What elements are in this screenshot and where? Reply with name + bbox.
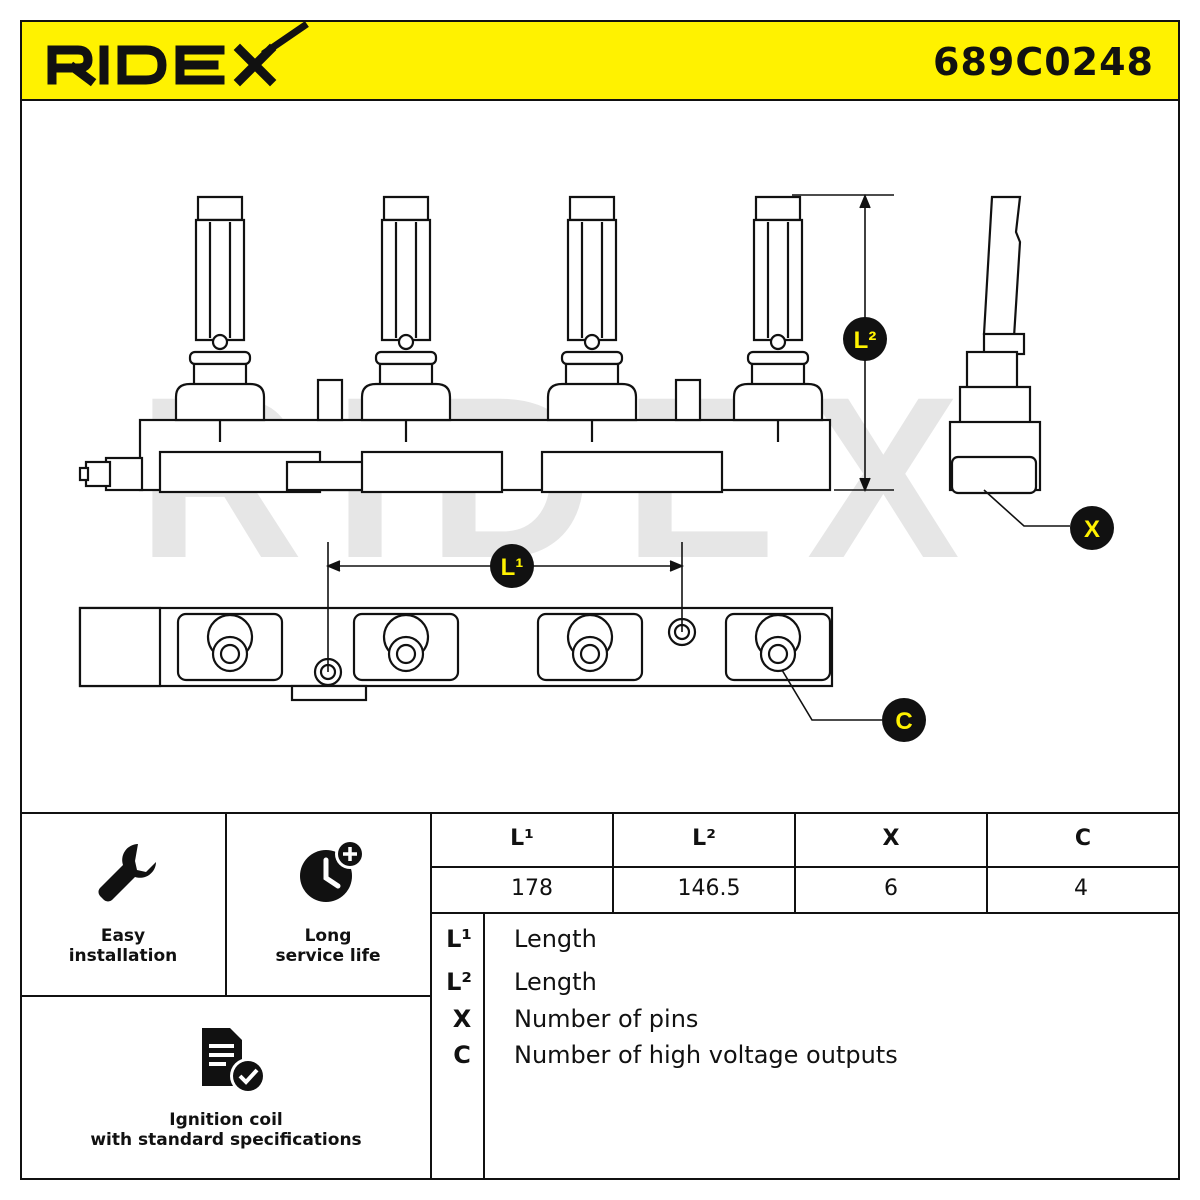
table-col-divider-2	[794, 812, 796, 914]
coil-side-view	[948, 195, 1042, 495]
legend-key-c: C	[453, 1041, 471, 1069]
high-voltage-output	[352, 612, 460, 682]
table-header-x: X	[882, 826, 900, 851]
table-header-l2: L²	[692, 826, 716, 851]
high-voltage-output	[176, 612, 284, 682]
high-voltage-output	[536, 612, 644, 682]
callout-x: X	[1070, 506, 1114, 550]
callout-l2: L²	[843, 317, 887, 361]
table-value-c: 4	[1074, 876, 1088, 901]
legend-desc-l2: Length	[514, 968, 597, 996]
legend-desc-x: Number of pins	[514, 1005, 699, 1033]
svg-text:C: C	[895, 708, 912, 735]
header-bar: 689C0248	[20, 20, 1180, 101]
legend-key-x: X	[452, 1005, 472, 1033]
svg-text:X: X	[1084, 516, 1100, 543]
table-value-l1: 178	[511, 876, 553, 901]
part-number: 689C0248	[933, 40, 1154, 84]
svg-text:L¹: L¹	[501, 554, 524, 581]
wrench-icon	[98, 844, 156, 902]
legend-key-l1: L¹	[446, 925, 472, 953]
table-col-divider-1	[612, 812, 614, 914]
technical-drawing: RIDEX	[78, 193, 1114, 742]
callout-c: C	[882, 698, 926, 742]
ridex-logo	[47, 22, 309, 87]
legend-desc-l1: Length	[514, 925, 597, 953]
table-value-x: 6	[884, 876, 898, 901]
coil-tower	[174, 195, 266, 442]
table-row-divider	[430, 866, 1180, 868]
high-voltage-output	[724, 612, 832, 682]
legend-key-l2: L²	[446, 968, 472, 996]
table-value-l2: 146.5	[677, 876, 741, 901]
coil-rail-front-view	[78, 195, 832, 494]
document-check-icon	[202, 1028, 266, 1094]
legend-col-divider	[483, 912, 485, 1180]
section-divider	[20, 812, 1180, 814]
coil-rail-bottom-view	[78, 606, 834, 702]
table-bottom-divider	[430, 912, 1180, 914]
coil-tower	[360, 195, 452, 442]
features-divider	[20, 995, 432, 997]
coil-tower	[732, 195, 824, 442]
legend-desc-c: Number of high voltage outputs	[514, 1041, 898, 1069]
table-header-c: C	[1074, 826, 1092, 851]
callout-l1: L¹	[490, 544, 534, 588]
svg-text:L²: L²	[854, 327, 877, 354]
coil-tower	[546, 195, 638, 442]
vertical-divider-1	[225, 812, 227, 996]
table-header-l1: L¹	[510, 826, 534, 851]
table-col-divider-3	[986, 812, 988, 914]
clock-plus-icon	[300, 839, 365, 902]
